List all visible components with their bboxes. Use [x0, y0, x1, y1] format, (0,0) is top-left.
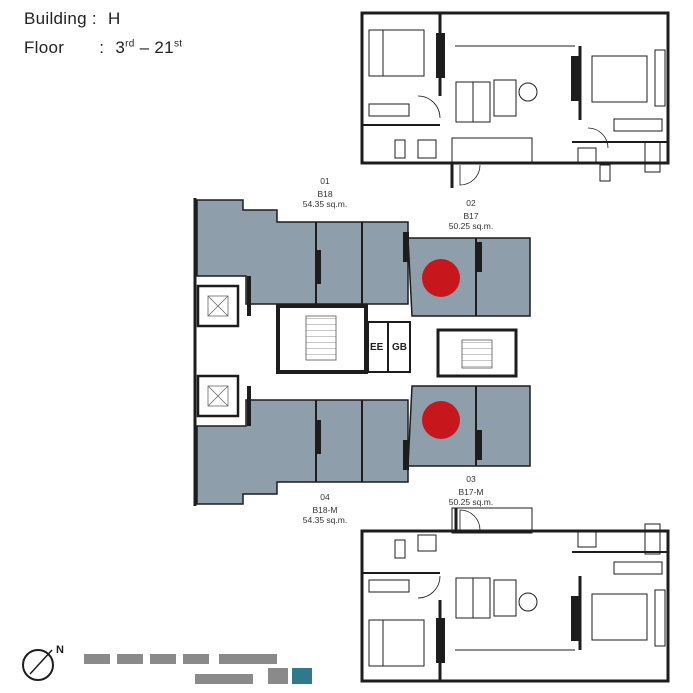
legend-bars [84, 654, 312, 684]
building-label: Building : H [24, 9, 121, 29]
building-label-text: Building : [24, 9, 97, 28]
floor-label-text: Floor [24, 38, 65, 57]
unit-02-marker [422, 259, 460, 297]
compass: N [22, 644, 64, 681]
unit-plan-bottom [360, 507, 670, 683]
floor-separator: : [99, 38, 105, 57]
compass-needle-icon [29, 649, 53, 675]
unit-04-label: 04 B18-M 54.35 sq.m. [302, 492, 348, 525]
unit-02-label: 02 B17 50.25 sq.m. [448, 198, 494, 231]
building-value: H [107, 9, 121, 28]
unit-03-marker [422, 401, 460, 439]
unit-01-label: 01 B18 54.35 sq.m. [302, 176, 348, 209]
gb-label: GB [392, 342, 407, 353]
key-plan: EE GB [193, 198, 531, 506]
compass-north-label: N [56, 644, 64, 656]
unit-03-label: 03 B17-M 50.25 sq.m. [448, 474, 494, 507]
floor-range: 3rd – 21st [115, 38, 183, 57]
unit-plan-top [360, 11, 670, 188]
floor-label: Floor : 3rd – 21st [24, 38, 182, 58]
ee-label: EE [370, 342, 384, 353]
compass-circle-icon [22, 649, 54, 681]
lift-top [196, 284, 240, 328]
